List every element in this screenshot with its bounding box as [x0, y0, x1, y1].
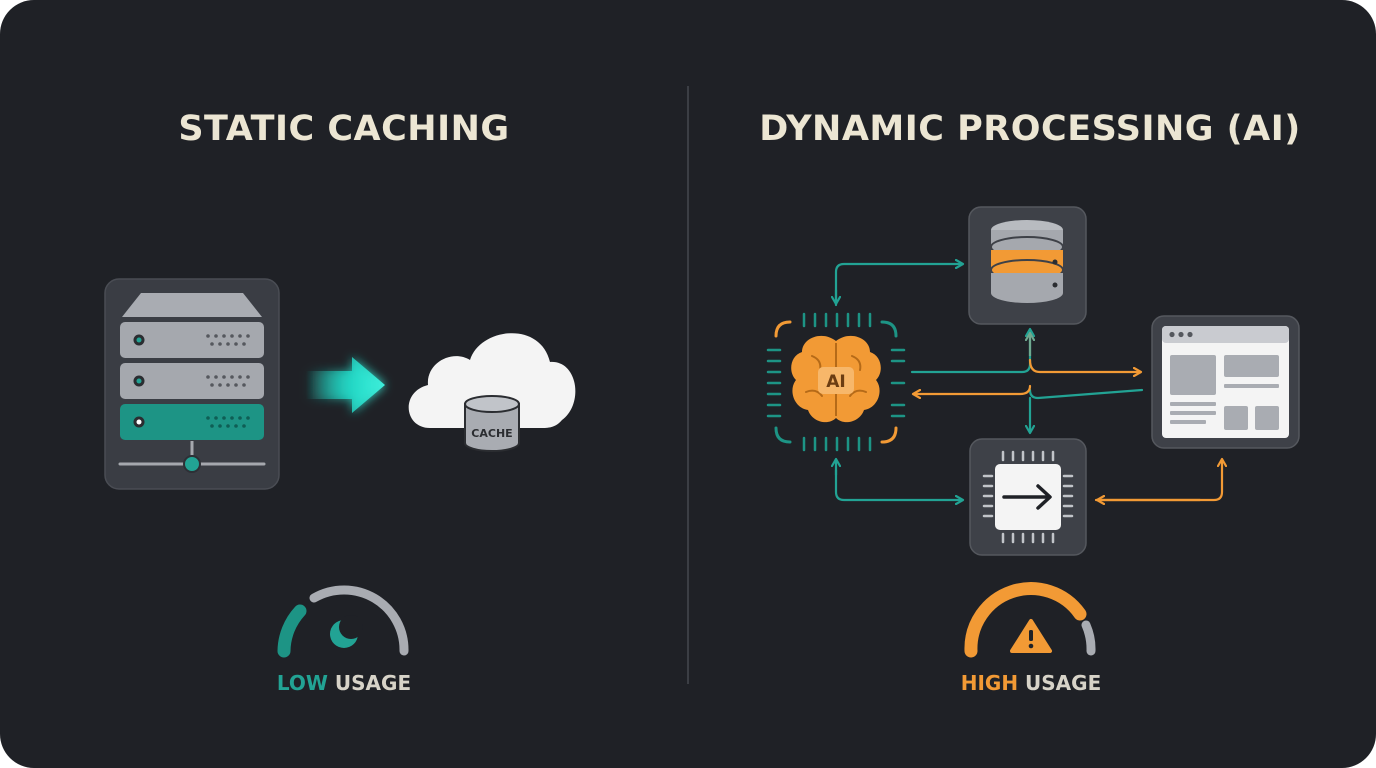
usage-suffix: USAGE	[1018, 671, 1102, 695]
junction-to-browser-connector	[1028, 358, 1140, 372]
arrow-right-icon	[306, 357, 385, 413]
usage-level-high: HIGH	[960, 671, 1019, 695]
dynamic-processing-title: DYNAMIC PROCESSING (AI)	[759, 109, 1301, 149]
gauge-icon	[277, 585, 409, 658]
orange-connectors	[914, 358, 1222, 502]
browser-window-icon	[1151, 315, 1300, 449]
browser-junction-connector	[1028, 388, 1144, 400]
static-caching-title: STATIC CACHING	[178, 109, 510, 149]
ai-to-processor-connector	[834, 468, 962, 500]
low-usage-label: LOW USAGE	[194, 671, 494, 695]
ai-to-database-connector	[834, 264, 962, 307]
gauge-icon	[964, 582, 1096, 658]
usage-level-low: LOW	[276, 671, 328, 695]
database-icon: CACHE	[464, 395, 520, 452]
junction-to-ai-connector	[914, 384, 1032, 394]
processor-chip-icon	[969, 438, 1087, 556]
high-usage-label: HIGH USAGE	[881, 671, 1181, 695]
ai-label: AI	[826, 372, 845, 392]
usage-suffix: USAGE	[327, 671, 412, 695]
server-rack-icon	[104, 278, 280, 490]
cloud-icon	[408, 333, 576, 428]
processor-to-browser-connector	[1094, 460, 1222, 502]
moon-icon	[330, 615, 363, 648]
brain-chip-icon: AI	[766, 312, 906, 452]
database-icon	[968, 206, 1087, 325]
ai-to-database-vertical-connector	[910, 330, 1030, 374]
cache-label: CACHE	[471, 427, 512, 440]
panel-divider	[687, 86, 689, 684]
warning-icon	[1010, 619, 1052, 653]
